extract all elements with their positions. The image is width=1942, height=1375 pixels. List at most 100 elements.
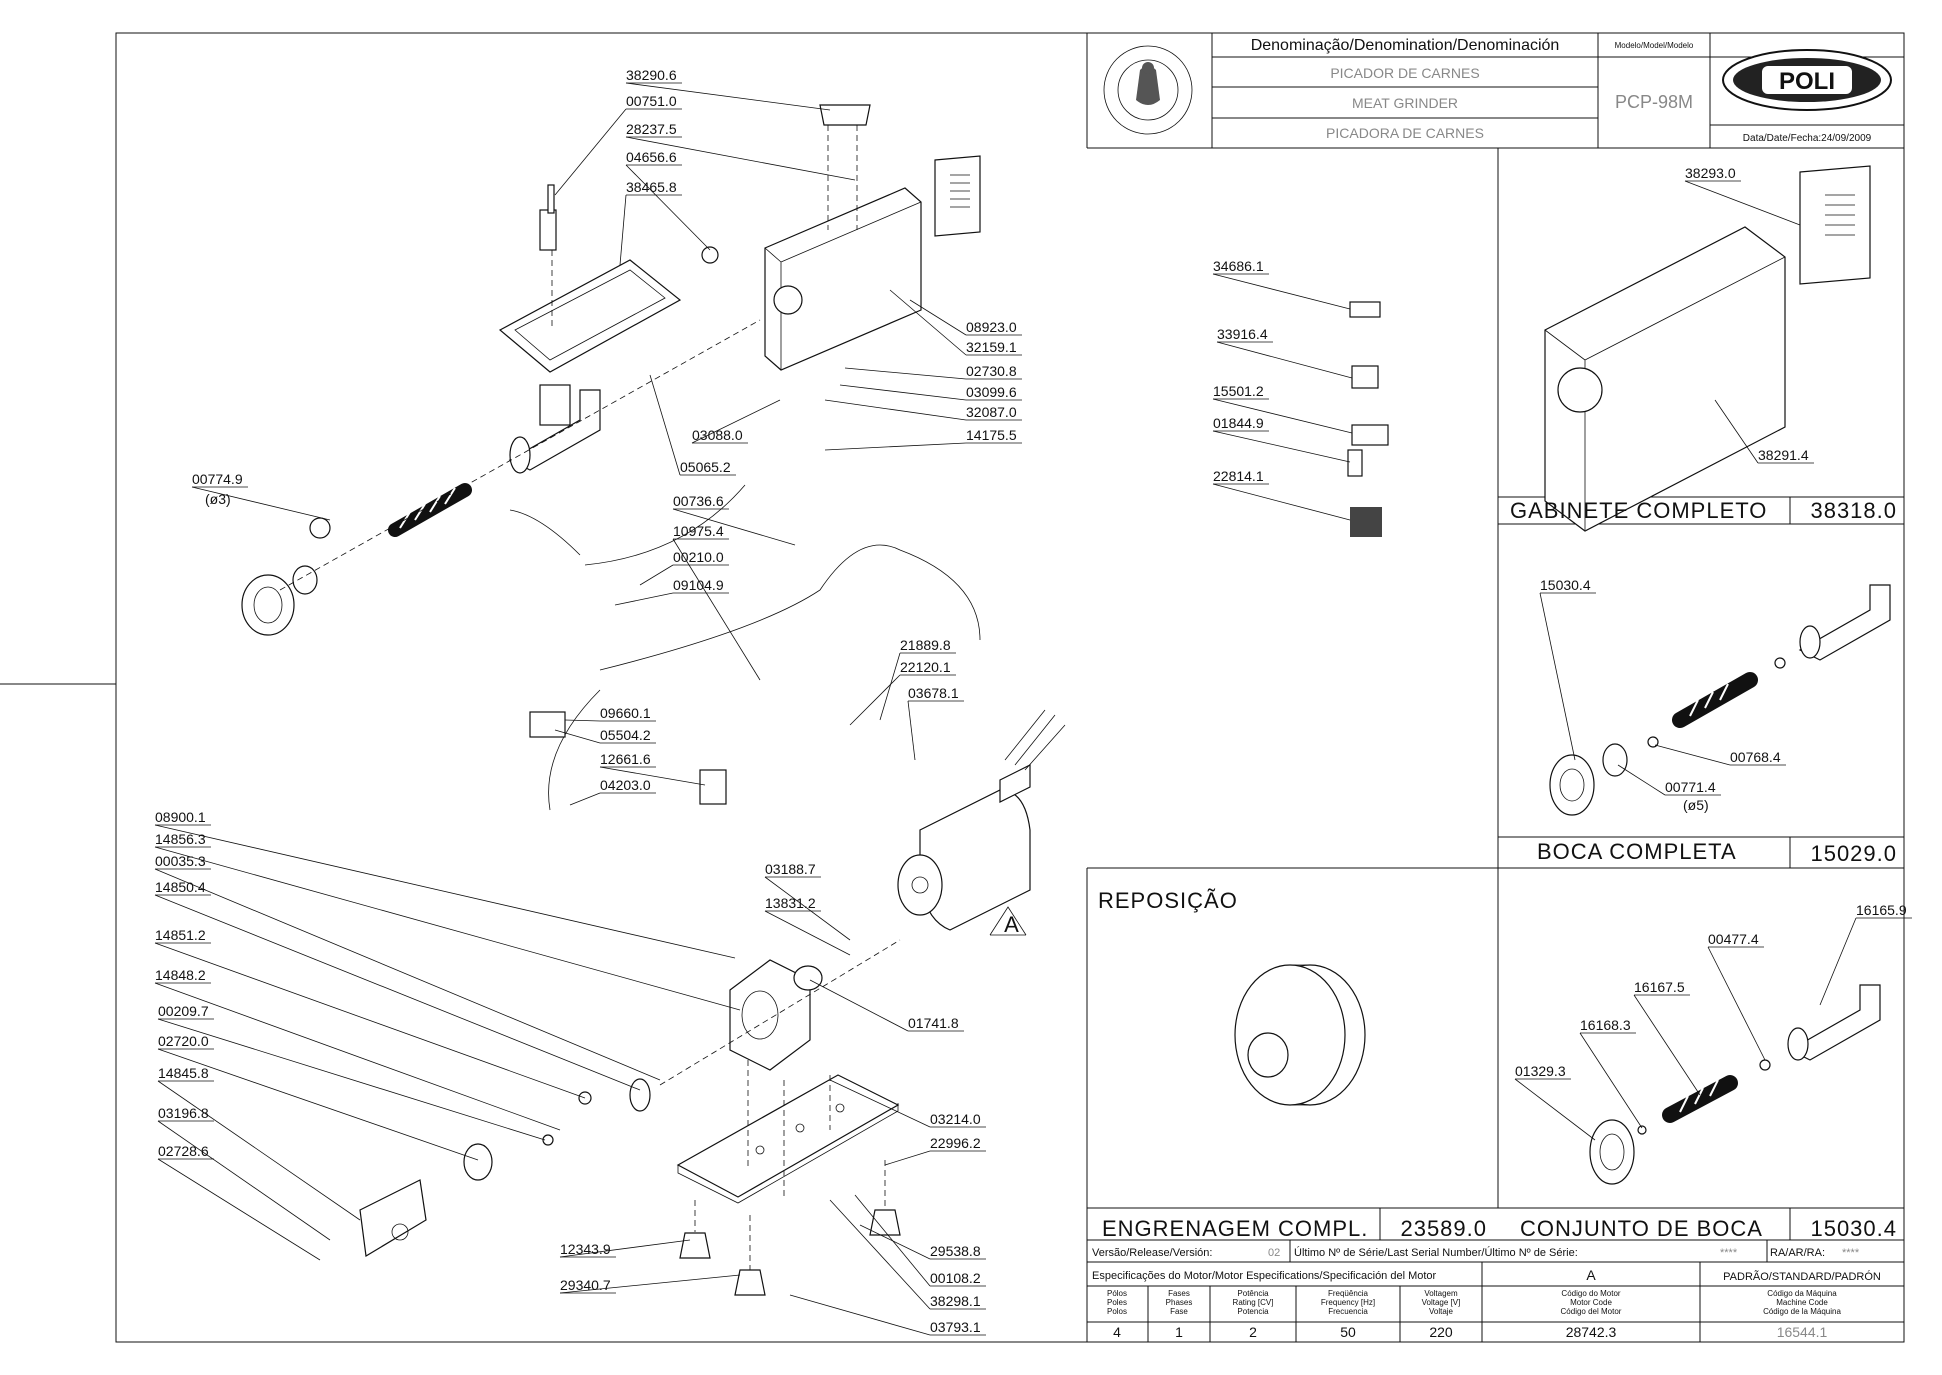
ra-value: **** [1842,1247,1860,1259]
part-callout: 08900.1 [155,809,206,825]
name-pt: PICADOR DE CARNES [1330,65,1479,81]
gabinete-callout: 38293.0 [1685,165,1736,181]
serial-value: **** [1720,1247,1738,1259]
part-callout: 03214.0 [930,1111,981,1127]
serial-label: Último Nº de Série/Last Serial Number/Úl… [1294,1246,1578,1259]
part-callout: 29538.8 [930,1243,981,1259]
spec-column-header: Motor Code [1570,1298,1612,1307]
label-callout: 33916.4 [1217,326,1268,342]
spec-column-header: Código del Motor [1561,1307,1622,1316]
standard-label: PADRÃO/STANDARD/PADRÓN [1723,1270,1881,1283]
motor-mark: A [1004,912,1020,937]
spec-column-header: Rating [CV] [1233,1298,1274,1307]
spec-column-header: Código de la Máquina [1763,1307,1841,1316]
part-callout: 00774.9 [192,471,243,487]
poli-logo: POLI [1722,49,1892,111]
conjunto-title: CONJUNTO DE BOCA [1520,1216,1763,1241]
part-callout: 03678.1 [908,685,959,701]
part-callout: 14851.2 [155,927,206,943]
spec-column-header: Machine Code [1776,1298,1828,1307]
brand-text: POLI [1779,68,1835,95]
part-callout: 13831.2 [765,895,816,911]
part-callout: 14850.4 [155,879,206,895]
part-callout: 28237.5 [626,121,677,137]
part-callout: 14856.3 [155,831,206,847]
label-callout: 01844.9 [1213,415,1264,431]
conjunto-callout: 00477.4 [1708,931,1759,947]
spec-column-header: Polos [1107,1307,1127,1316]
spec-column-header: Frecuencia [1328,1307,1368,1316]
spec-column-header: Fase [1170,1307,1188,1316]
conjunto-callout: 16168.3 [1580,1017,1631,1033]
part-callout: 05504.2 [600,727,651,743]
spec-column-header: Poles [1107,1298,1127,1307]
spec-value: 50 [1340,1324,1356,1340]
reposicao-panel [1087,964,1904,1240]
spec-column-header: Fases [1168,1289,1190,1298]
spec-value: 4 [1113,1324,1121,1340]
spec-value: 1 [1175,1324,1183,1340]
part-callout: 03188.7 [765,861,816,877]
part-callout: 14845.8 [158,1065,209,1081]
spec-column-header: Frequency [Hz] [1321,1298,1375,1307]
part-callout: 32159.1 [966,339,1017,355]
gabinete-callout: 38291.4 [1758,447,1809,463]
part-callout: 05065.2 [680,459,731,475]
gabinete-code: 38318.0 [1810,498,1897,523]
part-callout: 02728.6 [158,1143,209,1159]
part-callout: 38290.6 [626,67,677,83]
main-callouts: 38290.600751.028237.504656.638465.808923… [154,67,1022,1336]
part-callout: 09104.9 [673,577,724,593]
boca-panel [1498,584,1904,868]
label-callout: 22814.1 [1213,468,1264,484]
spec-value: 28742.3 [1566,1324,1617,1340]
boca-callout: 00768.4 [1730,749,1781,765]
spec-column-header: Phases [1166,1298,1193,1307]
gabinete-title: GABINETE COMPLETO [1510,498,1767,523]
part-callout: 22120.1 [900,659,951,675]
spec-column-header: Voltagem [1424,1289,1458,1298]
denomination-header: Denominação/Denomination/Denominación [1251,37,1560,54]
conjunto-callout: 16167.5 [1634,979,1685,995]
label-callout: 34686.1 [1213,258,1264,274]
version-value: 02 [1268,1247,1280,1259]
boca-callout: 15030.4 [1540,577,1591,593]
version-label: Versão/Release/Versión: [1092,1247,1212,1259]
part-callout: 04203.0 [600,777,651,793]
spec-column-header: Código do Motor [1561,1289,1620,1298]
part-callout: 03099.6 [966,384,1017,400]
part-callout: 09660.1 [600,705,651,721]
exploded-view [241,104,1066,1296]
part-callout: 12343.9 [560,1241,611,1257]
standard-letter: A [1586,1267,1596,1283]
date-label: Data/Date/Fecha:24/09/2009 [1743,133,1872,144]
label-callout: 15501.2 [1213,383,1264,399]
reposicao-code: 23589.0 [1400,1216,1487,1241]
part-callout: 00736.6 [673,493,724,509]
version-row [1087,1239,1904,1263]
gabinete-panel [1498,165,1904,532]
part-callout: 38298.1 [930,1293,981,1309]
part-callout: 00108.2 [930,1270,981,1286]
spec-value: 220 [1429,1324,1453,1340]
boca-code: 15029.0 [1810,841,1897,866]
label-stickers [1347,301,1389,537]
name-es: PICADORA DE CARNES [1326,125,1484,141]
part-callout: 02720.0 [158,1033,209,1049]
spec-column-header: Voltaje [1429,1307,1454,1316]
conjunto-panel [1589,984,1881,1185]
part-callout: 03196.8 [158,1105,209,1121]
part-callout: 03793.1 [930,1319,981,1335]
spec-column-header: Potência [1237,1289,1269,1298]
part-callout: 04656.6 [626,149,677,165]
spec-column-header: Freqüência [1328,1289,1369,1298]
part-callout: 12661.6 [600,751,651,767]
part-callout: 21889.8 [900,637,951,653]
part-callout: 02730.8 [966,363,1017,379]
name-en: MEAT GRINDER [1352,95,1458,111]
boca-callout: 00771.4 [1665,779,1716,795]
conjunto-code: 15030.4 [1810,1216,1897,1241]
title-block: Denominação/Denomination/Denominación PI… [1103,33,1904,148]
reposicao-heading: REPOSIÇÃO [1098,888,1238,913]
